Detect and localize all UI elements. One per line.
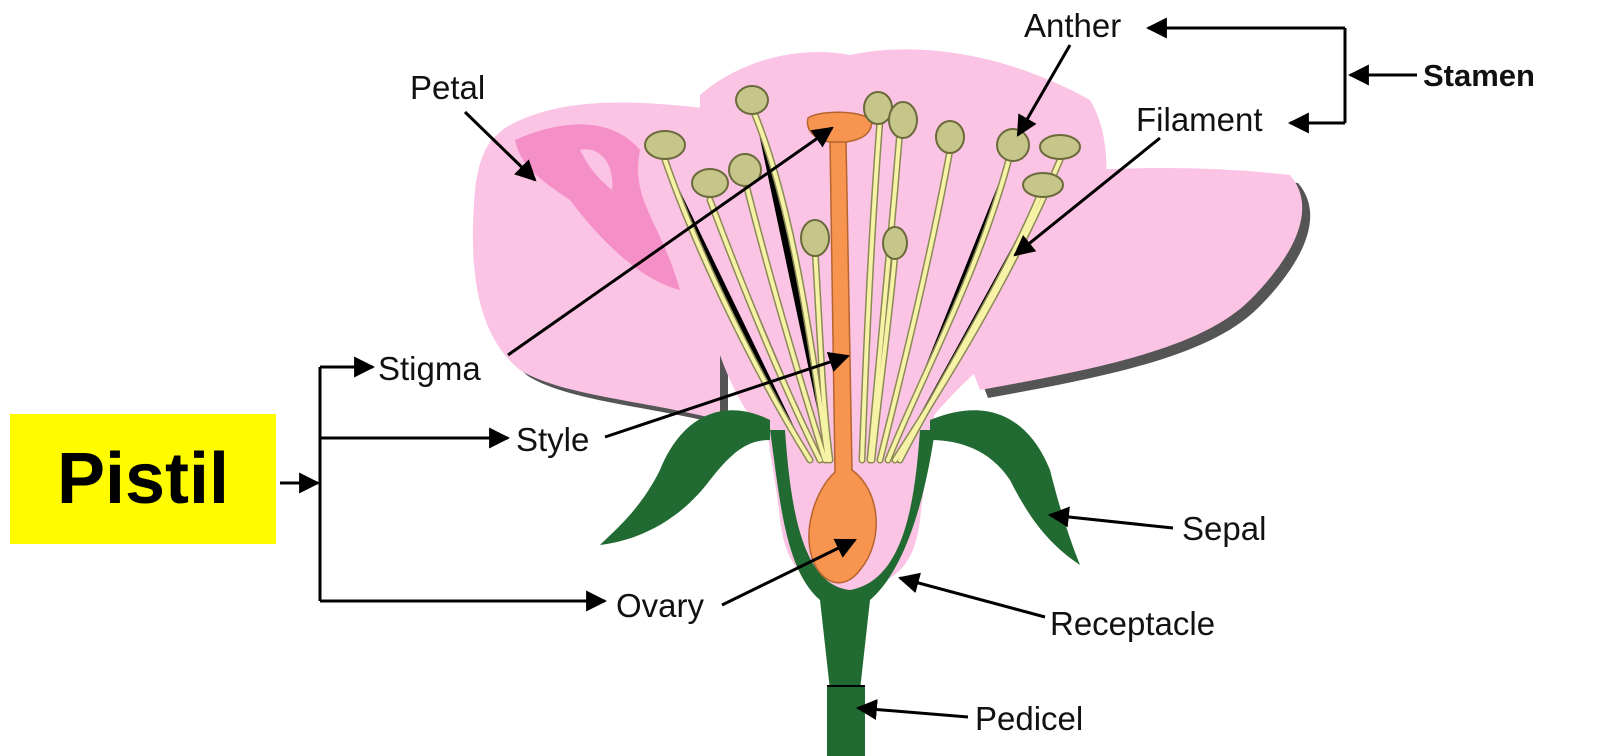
stigma-label: Stigma: [378, 350, 481, 387]
receptacle-arrow: [900, 578, 1045, 617]
filament-label: Filament: [1136, 101, 1263, 138]
style-label: Style: [516, 421, 589, 458]
right-sepal: [930, 410, 1080, 565]
anther-label: Anther: [1024, 7, 1121, 44]
ovary-label: Ovary: [616, 587, 705, 624]
pedicel-stem: [827, 685, 865, 756]
sepal-arrow: [1050, 515, 1173, 528]
pedicel-arrow: [858, 708, 968, 717]
stamen-label: Stamen: [1423, 58, 1535, 93]
pistil-bracket: [280, 367, 605, 601]
pedicel-label: Pedicel: [975, 700, 1083, 737]
pistil-highlight-box: Pistil: [10, 414, 276, 544]
sepal-label: Sepal: [1182, 510, 1266, 547]
receptacle-label: Receptacle: [1050, 605, 1215, 642]
pistil-label: Pistil: [57, 443, 229, 515]
petal-label: Petal: [410, 69, 485, 106]
